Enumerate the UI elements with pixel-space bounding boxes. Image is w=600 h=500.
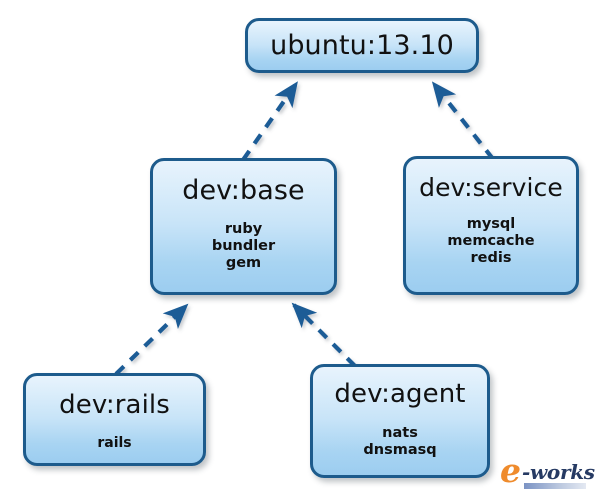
eworks-watermark-logo: e -works: [500, 451, 596, 494]
node-ubuntu[interactable]: ubuntu:13.10: [245, 18, 479, 73]
node-dev-service-items: mysql memcache redis: [406, 216, 576, 267]
node-dev-agent[interactable]: dev:agent nats dnsmasq: [310, 364, 490, 478]
node-ubuntu-title: ubuntu:13.10: [270, 30, 454, 61]
node-dev-agent-title: dev:agent: [334, 379, 466, 409]
node-dev-base[interactable]: dev:base ruby bundler gem: [150, 158, 337, 295]
edge-service-to-ubuntu: [431, 81, 495, 161]
node-dev-base-items: ruby bundler gem: [153, 221, 334, 272]
watermark-e-letter: e: [500, 451, 521, 490]
node-dev-rails-items: rails: [26, 435, 203, 452]
watermark-underline-bar: [524, 483, 586, 489]
node-item: dnsmasq: [363, 442, 437, 459]
edge-rails-to-base: [114, 303, 189, 376]
edge-agent-to-base: [291, 302, 357, 368]
node-dev-service[interactable]: dev:service mysql memcache redis: [403, 156, 579, 295]
node-item: memcache: [447, 233, 535, 250]
watermark-works-text: -works: [522, 460, 595, 484]
node-dev-agent-items: nats dnsmasq: [313, 425, 487, 459]
node-dev-base-title: dev:base: [182, 175, 305, 206]
node-item: ruby: [224, 221, 263, 237]
edge-base-to-ubuntu: [241, 81, 298, 162]
node-dev-rails-title: dev:rails: [59, 390, 170, 420]
node-item: rails: [97, 435, 132, 451]
node-dev-rails[interactable]: dev:rails rails: [23, 373, 206, 466]
node-item: bundler: [211, 238, 276, 255]
node-dev-service-title: dev:service: [419, 173, 563, 202]
node-item: nats: [382, 425, 418, 441]
node-item: mysql: [466, 216, 516, 232]
node-item: redis: [470, 250, 512, 267]
node-item: gem: [225, 255, 262, 272]
